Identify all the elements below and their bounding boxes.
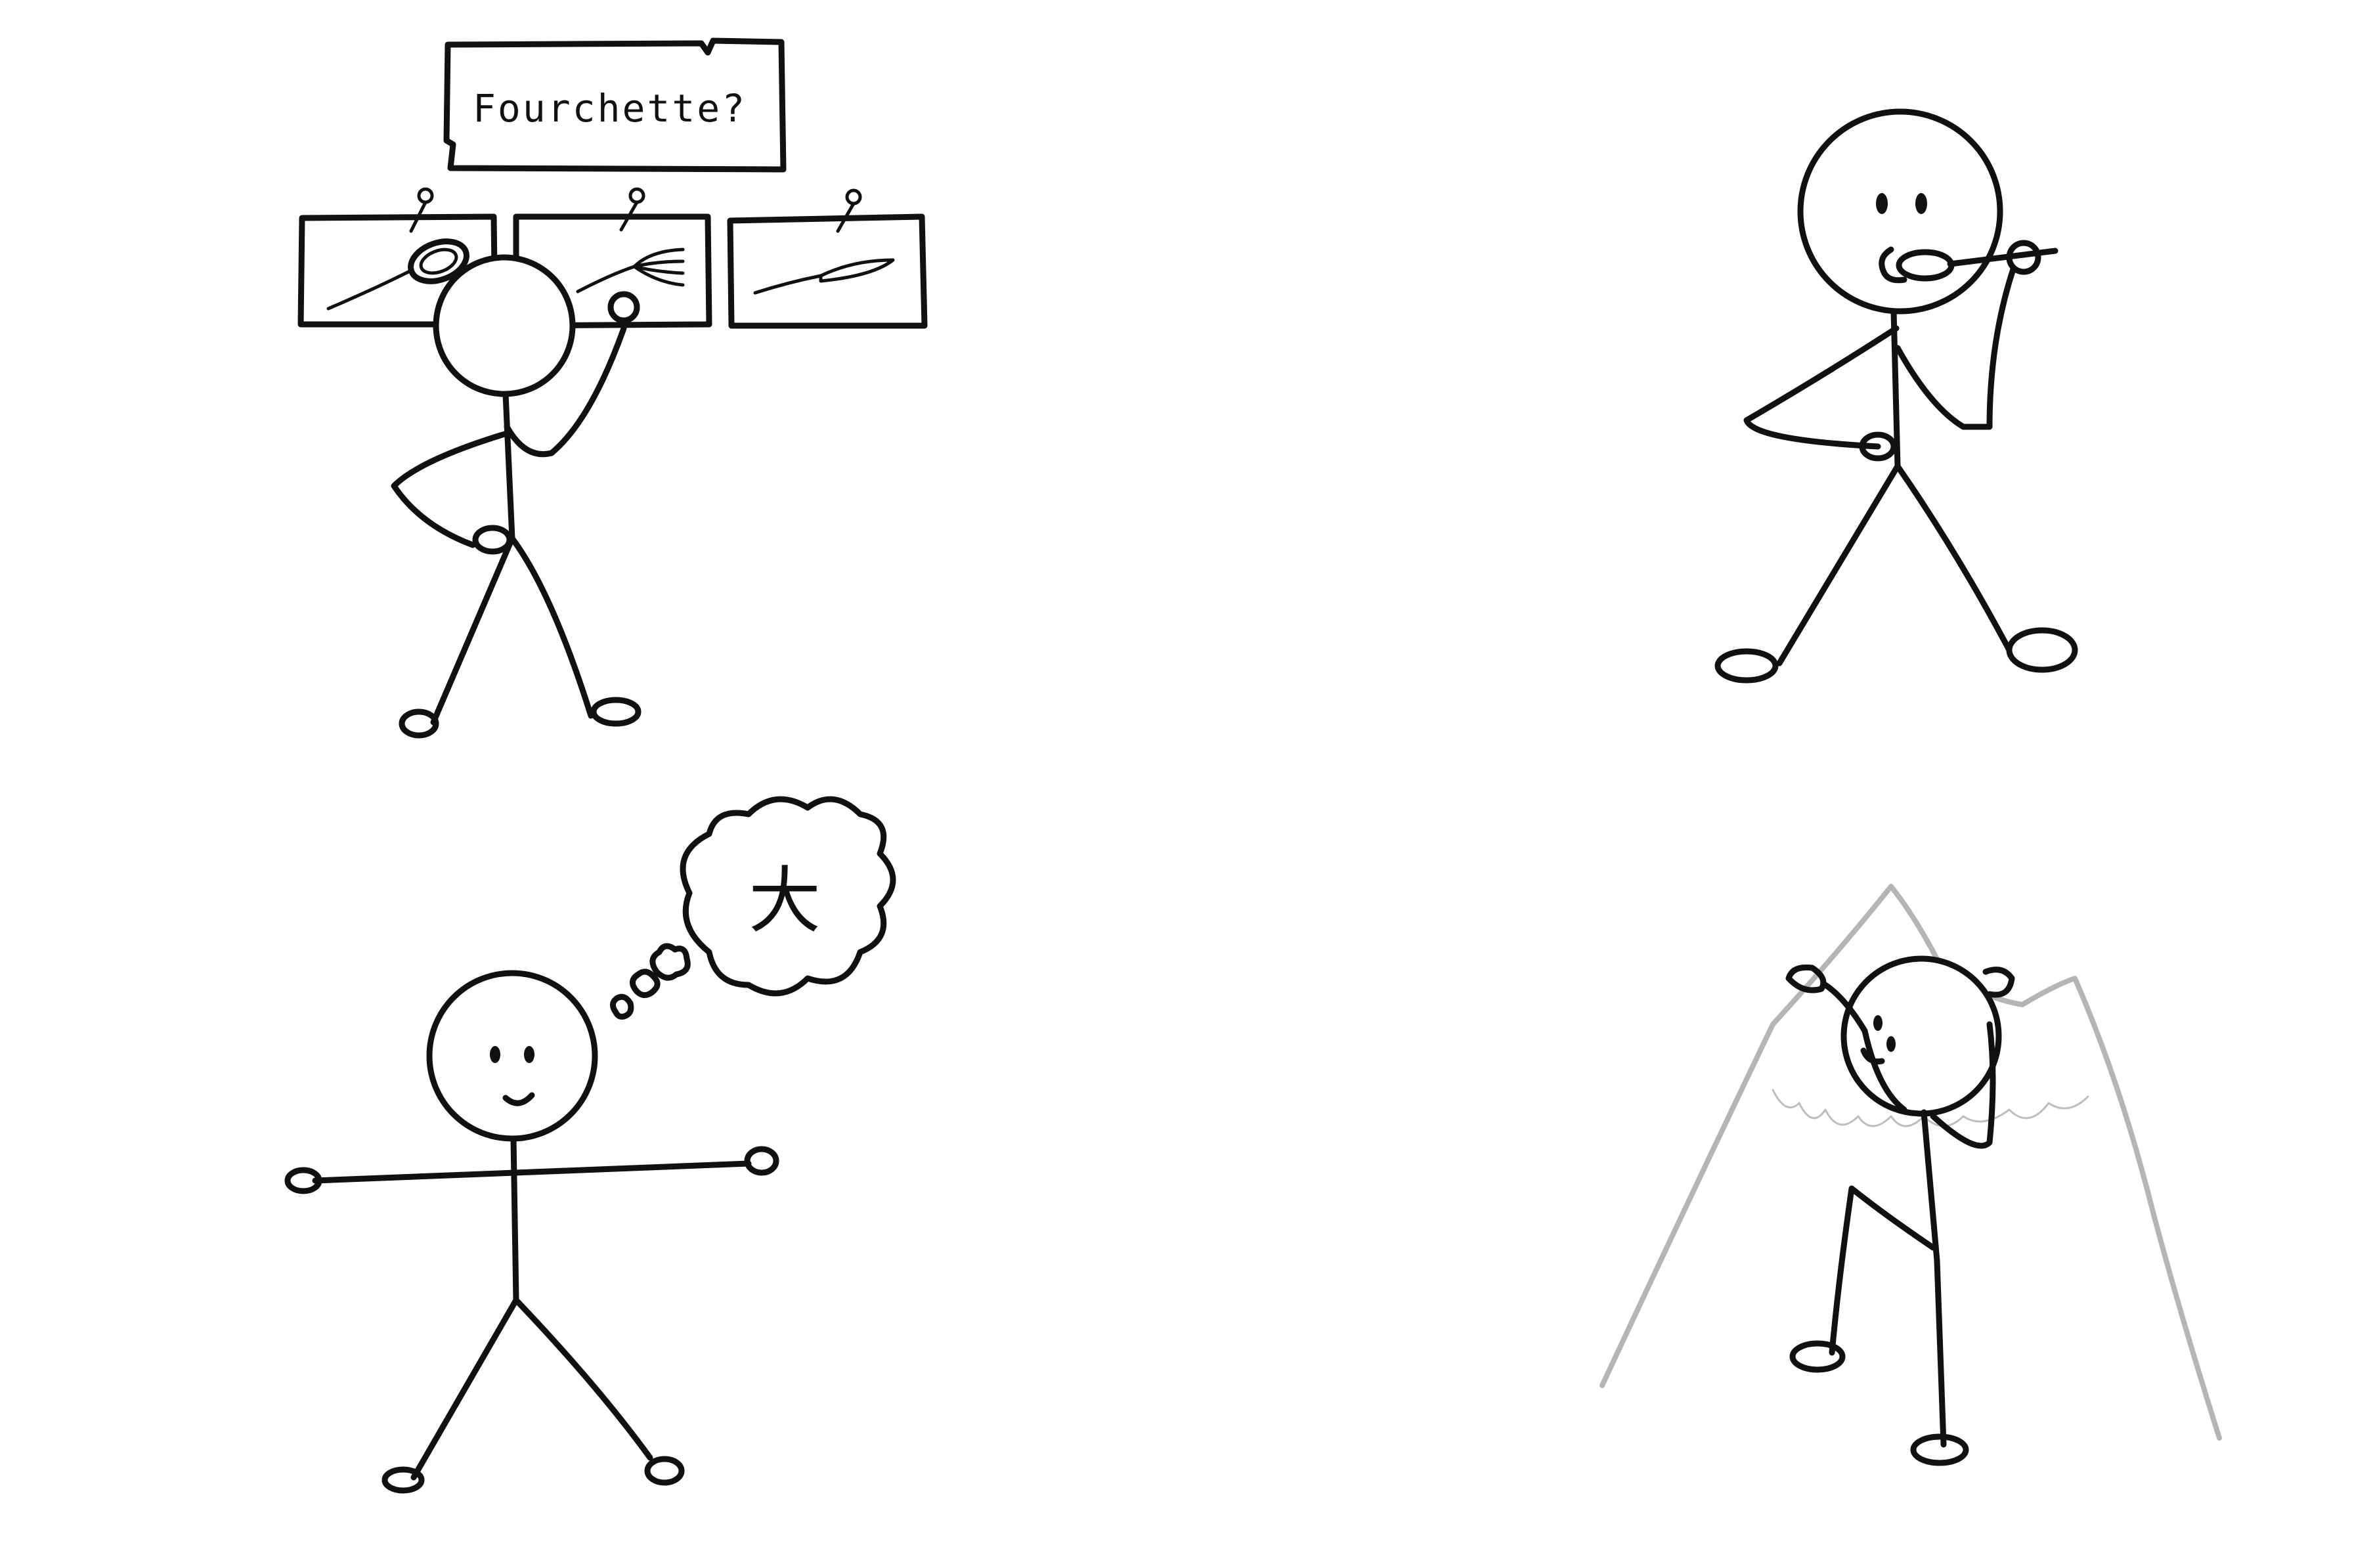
thought-bubble: 大 <box>610 796 896 1020</box>
utensil-cards <box>297 187 928 329</box>
left-eye <box>1873 1015 1883 1031</box>
question-sign: Fourchette? <box>443 37 787 173</box>
thought-text: 大 <box>749 859 821 943</box>
smile <box>502 1092 535 1106</box>
left-eye <box>1876 193 1888 214</box>
knife-card <box>727 188 928 329</box>
panel-utensil-chooser: Fourchette? <box>297 37 928 739</box>
right-eye <box>1915 193 1927 214</box>
stickman-eating <box>1714 108 2078 684</box>
spoon-icon <box>326 238 469 311</box>
left-eye <box>490 1046 500 1063</box>
stickman-smiling <box>284 970 779 1494</box>
knife-icon <box>753 258 895 295</box>
right-eye <box>1886 1036 1896 1052</box>
fork-icon <box>576 248 685 294</box>
panel-thinking-stickman: 大 <box>284 796 896 1494</box>
sign-label: Fourchette? <box>473 86 747 131</box>
panel-spoon-eater <box>1714 108 2078 684</box>
panel-mountain-climber <box>1600 884 2222 1466</box>
right-eye <box>524 1046 534 1063</box>
stickman-climbing <box>1785 955 2015 1466</box>
stickman-pointing <box>391 254 642 739</box>
